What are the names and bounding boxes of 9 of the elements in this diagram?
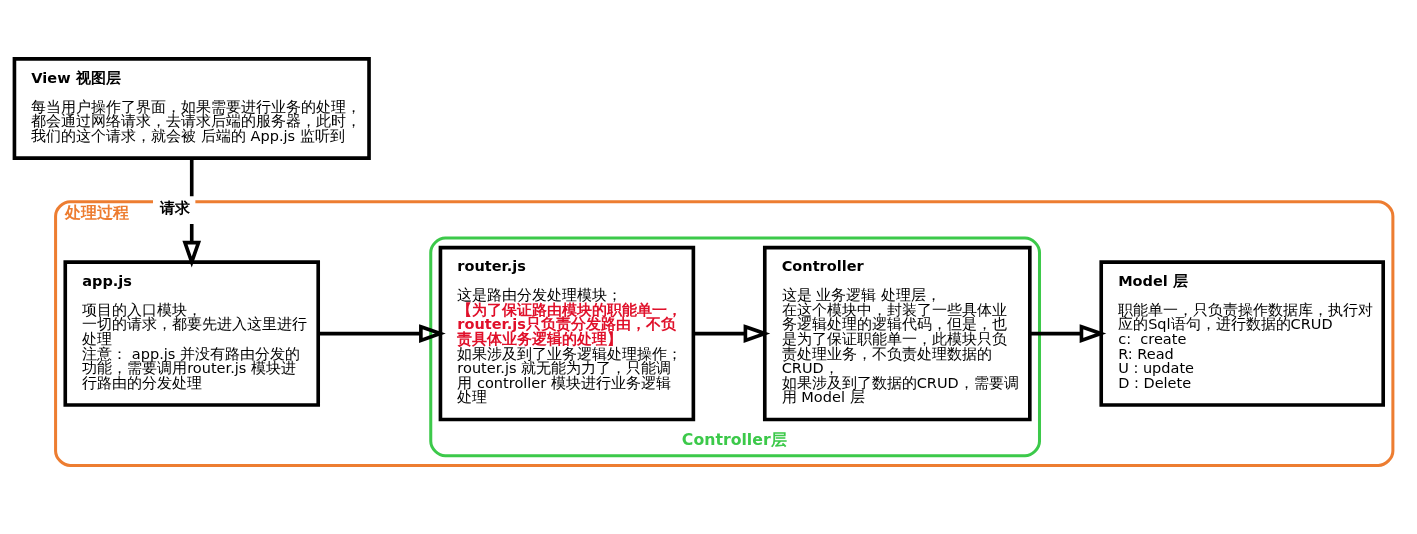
node-box: app.js 项目的入口模块， 一切的请求，都要先进入这里进行处理 注意： app.js 并没有路由分发的功能，需要调用router.js 模块进行路由的分发处理 xyxy=(63,260,320,407)
node-box: Controller 这是 业务逻辑 处理层， 在这个模块中，封装了一些具体业务逻辑处理的逻辑代码，但是，也是为了保证职能单一，此模块只负责处理业务，不负责处理数据的CRUD， 如果涉及到了数据的CRUD，需要调用 Model 层 xyxy=(762,245,1032,422)
edge-label: 请求 xyxy=(159,200,190,217)
node-box: router.js 这是路由分发处理模块； 【为了保证路由模块的职能单一，router.js只负责分发路由，不负责具体业务逻辑的处理】 如果涉及到了业务逻辑处理操作；router.js 就无能为力了，只能调用 controller 模块进行业务逻辑处理 xyxy=(438,245,696,422)
node-box: Model 层 职能单一，只负责操作数据库，执行对应的Sql语句，进行数据的CRUD c: create R: Read U : update D : Delete xyxy=(1099,260,1385,407)
arrow xyxy=(693,324,771,343)
node-box: View 视图层 每当用户操作了界面，如果需要进行业务的处理，都会通过网络请求，去请求后端的服务器，此时，我们的这个请求，就会被 后端的 App.js 监听到 xyxy=(12,57,371,160)
arrow xyxy=(318,324,446,343)
arrow xyxy=(1029,324,1107,343)
